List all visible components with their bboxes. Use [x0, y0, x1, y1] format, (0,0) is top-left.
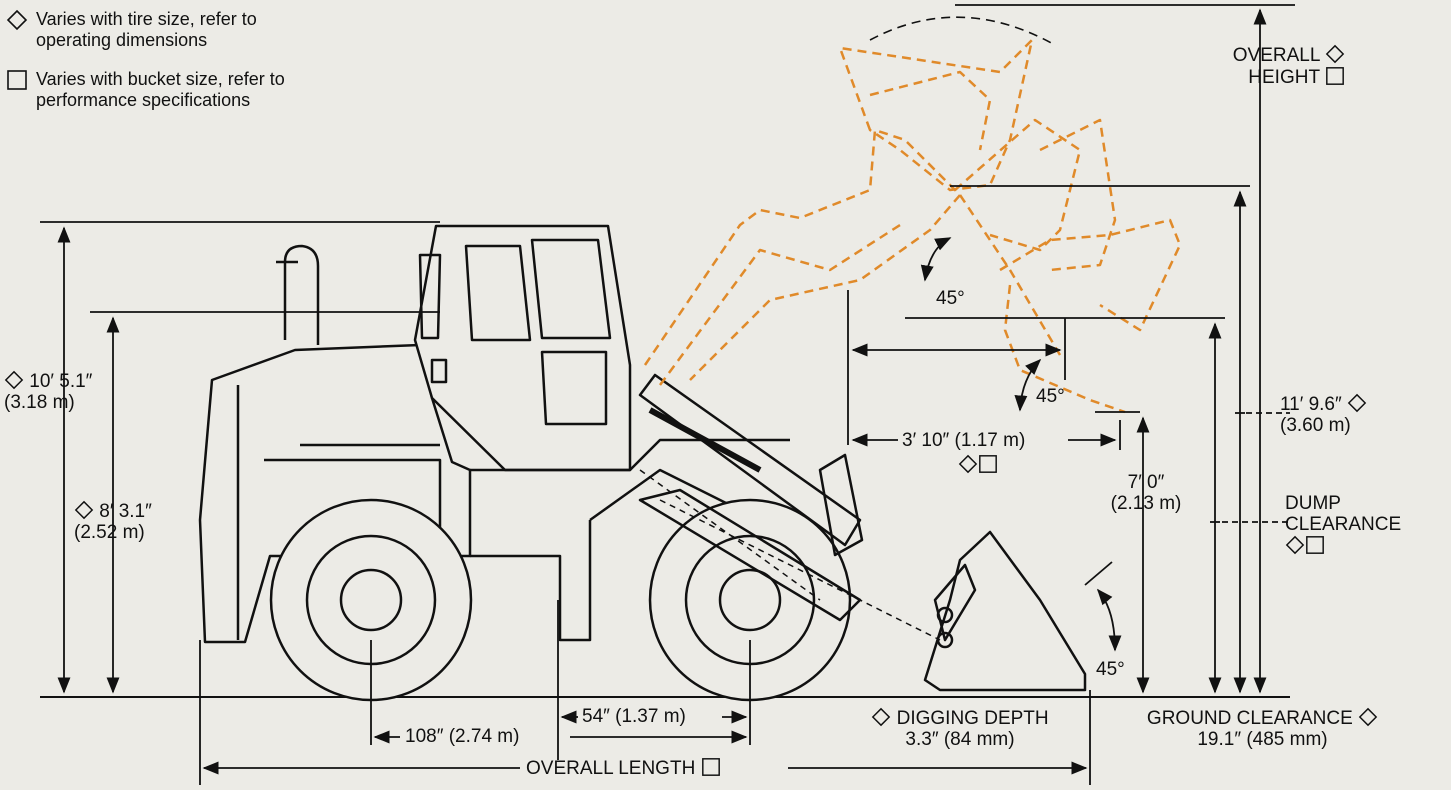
diamond-icon: [74, 500, 94, 520]
dimension-lines: [40, 4, 1295, 785]
diamond-icon: [6, 9, 28, 31]
legend-square: Varies with bucket size, refer to perfor…: [6, 69, 285, 111]
overall-length-label: OVERALL LENGTH: [526, 757, 721, 779]
square-icon: [1326, 67, 1344, 85]
legend-square-line1: Varies with bucket size, refer to: [36, 69, 285, 89]
angle-ground-label: 45°: [1096, 659, 1125, 680]
diamond-icon: [1285, 535, 1305, 555]
hinge-height-label: 11′ 9.6″ (3.60 m): [1280, 393, 1367, 436]
dump-height-label: 7′ 0″ (2.13 m): [1110, 472, 1182, 514]
legend-diamond: Varies with tire size, refer to operatin…: [6, 9, 257, 51]
dump-reach-label: 3′ 10″ (1.17 m): [902, 430, 1026, 451]
overall-height-label: OVERALL HEIGHT: [1165, 44, 1345, 88]
legend-diamond-line2: operating dimensions: [36, 30, 208, 50]
angle-top-label: 45°: [936, 288, 965, 309]
square-icon: [7, 70, 27, 90]
hood-height-label: 8′ 3.1″ (2.52 m): [74, 500, 152, 543]
ground-clearance-label: GROUND CLEARANCE 19.1″ (485 mm): [1100, 707, 1425, 750]
diamond-icon: [4, 370, 24, 390]
digging-depth-label: DIGGING DEPTH 3.3″ (84 mm): [840, 707, 1080, 750]
diamond-icon: [1347, 393, 1367, 413]
dump-reach-symbols: [958, 454, 998, 476]
loader-body: [198, 224, 1087, 702]
cab-height-label: 10′ 5.1″ (3.18 m): [4, 370, 93, 413]
square-icon: [979, 455, 997, 473]
angle-mid-label: 45°: [1036, 386, 1065, 407]
diamond-icon: [1358, 707, 1378, 727]
square-icon: [701, 758, 720, 776]
wheelbase-half-label: 54″ (1.37 m): [582, 706, 686, 727]
diamond-icon: [872, 707, 891, 727]
dump-clearance-label: DUMP CLEARANCE: [1285, 493, 1401, 557]
diamond-icon: [1325, 44, 1345, 64]
legend-diamond-line1: Varies with tire size, refer to: [36, 9, 257, 29]
diamond-icon: [958, 454, 978, 474]
legend-square-line2: performance specifications: [36, 90, 251, 110]
square-icon: [1306, 536, 1324, 554]
wheelbase-label: 108″ (2.74 m): [405, 726, 520, 747]
raised-arm-outline: [643, 16, 1182, 414]
